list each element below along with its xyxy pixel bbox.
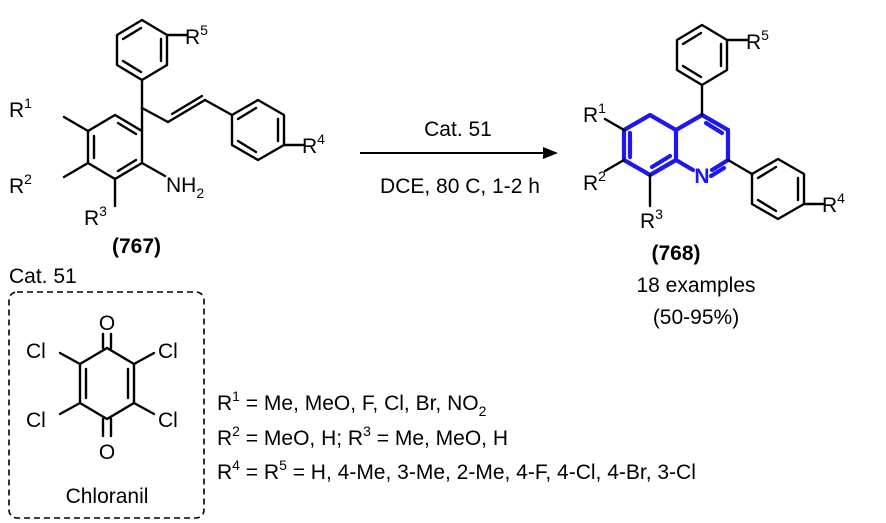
reagent-label: Cat. 51 <box>424 118 492 141</box>
compound-767-label: (767) <box>112 235 161 258</box>
r2-label-prod: R2 <box>583 168 606 195</box>
oxygen-bottom-label: O <box>99 441 115 464</box>
chloranil-structure <box>58 332 156 438</box>
amine-label: NH2 <box>166 174 204 201</box>
r5-label-sm: R5 <box>185 22 208 49</box>
r5-label-prod: R5 <box>746 27 769 54</box>
r1-label-sm: R1 <box>9 95 32 122</box>
compound-768-label: (768) <box>651 242 700 265</box>
catalyst-box <box>8 291 205 519</box>
r1-label-prod: R1 <box>583 100 606 127</box>
r4-label-prod: R4 <box>822 190 845 217</box>
chlorine-top-left-label: Cl <box>26 340 46 363</box>
chlorine-top-right-label: Cl <box>158 340 178 363</box>
substituent-line-r1: R1 = Me, MeO, F, Cl, Br, NO2 <box>217 388 487 419</box>
reaction-arrowhead <box>543 147 558 159</box>
r3-label-sm: R3 <box>84 203 107 230</box>
conditions-label: DCE, 80 C, 1-2 h <box>380 175 540 198</box>
r3-label-prod: R3 <box>640 206 663 233</box>
product-structure <box>603 23 825 221</box>
substituent-line-r4-r5: R4 = R5 = H, 4-Me, 3-Me, 2-Me, 4-F, 4-Cl… <box>217 457 696 484</box>
substituent-line-r2-r3: R2 = MeO, H; R3 = Me, MeO, H <box>217 423 508 450</box>
chlorine-bottom-right-label: Cl <box>158 409 178 432</box>
r4-label-sm: R4 <box>302 131 325 158</box>
catalyst-label: Cat. 51 <box>9 265 77 288</box>
examples-count: 18 examples <box>636 274 755 297</box>
yield-range: (50-95%) <box>653 306 739 329</box>
chlorine-bottom-left-label: Cl <box>26 409 46 432</box>
chloranil-name: Chloranil <box>66 485 149 508</box>
oxygen-top-label: O <box>99 312 115 335</box>
starting-material-structure <box>62 18 305 208</box>
quinoline-nitrogen-label: N <box>694 165 709 188</box>
r2-label-sm: R2 <box>9 171 32 198</box>
